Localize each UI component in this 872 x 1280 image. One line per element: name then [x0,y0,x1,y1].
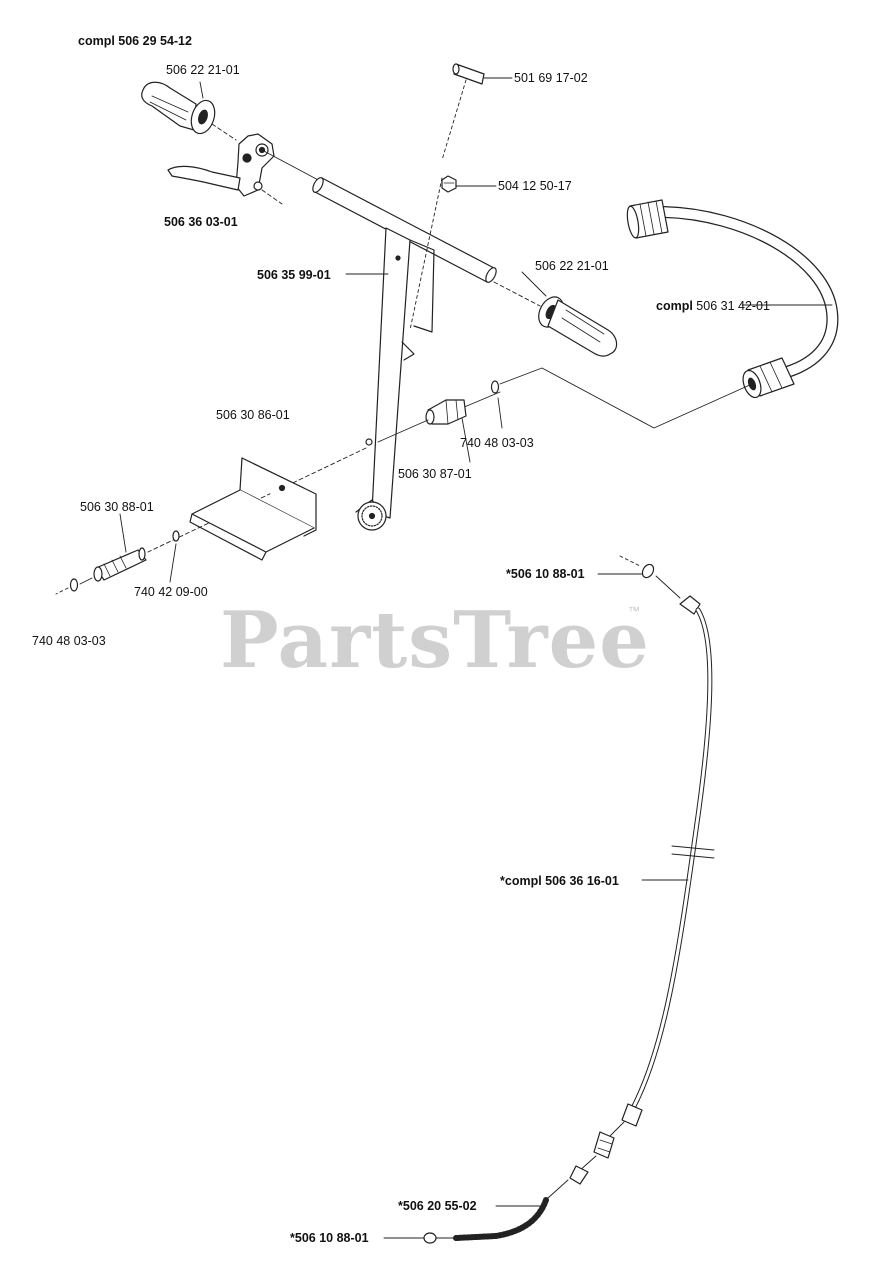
part-label-cable-spring[interactable]: *506 20 55-02 [398,1199,477,1213]
part-label-cable-end-upper[interactable]: *506 10 88-01 [506,567,585,581]
fitting-left-part [93,547,147,582]
part-label-fitting-left[interactable]: 506 30 88-01 [80,500,154,514]
grip-left-part [141,81,216,135]
part-label-hose-assembly[interactable]: compl 506 31 42-01 [656,299,770,313]
coupling-nut-part [425,399,467,425]
hose-assembly-part [626,199,839,399]
part-label-grip-left[interactable]: 506 22 21-01 [166,63,240,77]
part-label-coupling-nut[interactable]: 506 30 87-01 [398,467,472,481]
part-label-cable-end-top[interactable]: 501 69 17-02 [514,71,588,85]
part-label-oring-left[interactable]: 740 42 09-00 [134,585,208,599]
leader-lines [119,77,833,1239]
part-label-cable-end-lower[interactable]: *506 10 88-01 [290,1231,369,1245]
part-label-lever-assembly[interactable]: 506 36 03-01 [164,215,238,229]
washer-left-part [69,578,79,592]
watermark-trademark: ™ [628,604,640,618]
cable-end-lower-part [423,1232,457,1244]
part-label-washer-right[interactable]: 740 48 03-03 [460,436,534,450]
handle-frame-part [312,177,497,531]
nut-top-part [441,175,457,193]
part-label-nut-top[interactable]: 504 12 50-17 [498,179,572,193]
grip-right-part [538,296,618,357]
washer-right-part [490,380,500,394]
watermark-text: PartsTree [220,595,650,686]
lever-assembly-part [167,133,275,197]
part-label-bracket[interactable]: 506 30 86-01 [216,408,290,422]
oring-left-part [172,530,180,542]
bracket-part [189,457,317,561]
part-label-grip-right[interactable]: 506 22 21-01 [535,259,609,273]
cable-spring-part [453,1197,549,1241]
cable-end-top-part [409,63,485,331]
assembly-label: compl 506 29 54-12 [78,34,192,48]
part-label-handle-frame[interactable]: 506 35 99-01 [257,268,331,282]
cable-assembly-part [547,555,715,1199]
part-label-cable-assembly[interactable]: *compl 506 36 16-01 [500,874,619,888]
part-label-washer-left[interactable]: 740 48 03-03 [32,634,106,648]
